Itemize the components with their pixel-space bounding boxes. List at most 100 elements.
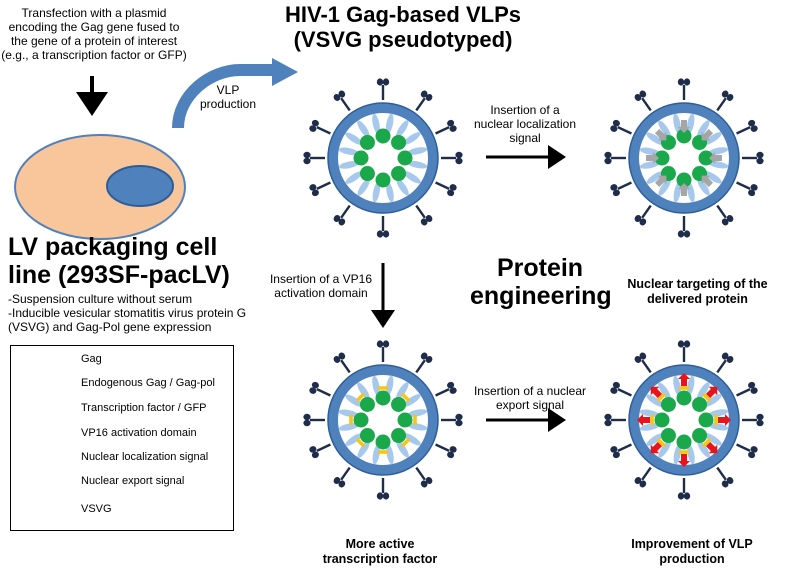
endogenous-gag-icon: [386, 444, 394, 465]
label-line: production: [199, 97, 257, 111]
label-line: Insertion of a VP16: [269, 272, 373, 286]
transcription-factor-icon: [692, 428, 708, 444]
transcription-factor-icon: [660, 428, 676, 444]
transcription-factor-icon: [692, 396, 708, 412]
transcription-factor-icon: [353, 150, 369, 166]
endogenous-gag-icon: [639, 147, 660, 156]
nes-arrow-icon: [718, 414, 731, 426]
transcription-factor-icon: [676, 390, 692, 406]
packaging-cell: [14, 134, 186, 240]
vp16-icon: [400, 392, 411, 403]
endogenous-gag-icon: [673, 113, 681, 134]
nls-arrow-icon: [678, 120, 690, 133]
vsvg-icon: [634, 352, 652, 374]
endogenous-gag-icon: [345, 433, 363, 446]
transcription-factor-icon: [391, 166, 407, 182]
vsvg-icon: [610, 181, 632, 197]
vp16-icon: [679, 450, 689, 454]
transcription-factor-icon: [375, 434, 391, 450]
transcription-factor-icon: [654, 150, 670, 166]
vsvg-icon: [736, 119, 758, 135]
vsvg-icon: [435, 443, 457, 459]
vsvg-icon: [716, 352, 734, 374]
vp16-icon: [650, 415, 654, 425]
vsvg-icon: [415, 466, 433, 488]
nls-arrow-icon: [709, 152, 722, 164]
endogenous-gag-icon: [673, 444, 682, 465]
transcription-factor-icon: [676, 172, 692, 188]
transcription-factor-icon: [698, 150, 714, 166]
vsvg-icon: [309, 119, 331, 135]
label-line: nuclear localization: [473, 117, 577, 131]
cell-notes: -Suspension culture without serum -Induc…: [8, 292, 278, 334]
note-line: (e.g., a transcription factor or GFP): [1, 48, 187, 62]
legend-label-nls: Nuclear localization signal: [81, 451, 209, 463]
vsvg-icon: [736, 381, 758, 397]
endogenous-gag-icon: [708, 422, 729, 431]
endogenous-gag-icon: [357, 178, 370, 196]
transcription-factor-icon: [397, 150, 413, 166]
endogenous-gag-icon: [345, 132, 363, 145]
endogenous-gag-icon: [697, 120, 710, 138]
cell-note: -Inducible vesicular stomatitis virus pr…: [8, 306, 247, 320]
legend-label-gag: Gag: [81, 353, 102, 365]
nes-arrow-icon: [650, 386, 663, 399]
vlp-particle-nes: [604, 340, 764, 500]
endogenous-gag-icon: [646, 433, 664, 446]
nes-arrow-icon: [650, 441, 663, 454]
vsvg-icon: [610, 119, 632, 135]
vp16-icon: [355, 392, 366, 403]
label-line: engineering: [470, 282, 612, 310]
label-line: VLP: [216, 83, 240, 97]
label-line: Protein: [496, 254, 584, 282]
vsvg-icon: [677, 78, 691, 100]
endogenous-gag-icon: [704, 394, 722, 407]
endogenous-gag-icon: [338, 161, 359, 169]
endogenous-gag-icon: [658, 382, 671, 400]
caption-line: delivered protein: [647, 292, 748, 306]
nes-arrow-icon: [637, 414, 650, 426]
endogenous-gag-icon: [357, 440, 370, 458]
endogenous-gag-icon: [687, 182, 695, 203]
vsvg-icon: [634, 90, 652, 112]
vsvg-icon: [303, 151, 325, 165]
vsvg-icon: [376, 478, 390, 500]
vsvg-icon: [634, 466, 652, 488]
endogenous-gag-icon: [639, 423, 660, 431]
legend-label-vsvg: VSVG: [81, 503, 112, 515]
nls-arrow-icon: [701, 175, 713, 187]
endogenous-gag-icon: [673, 375, 681, 396]
transcription-factor-icon: [359, 166, 375, 182]
vsvg-icon: [415, 352, 433, 374]
endogenous-gag-icon: [338, 423, 359, 431]
vsvg-icon: [677, 216, 691, 238]
vlp-particle-nls: [604, 78, 764, 238]
note-line: the gene of a protein of interest: [10, 34, 178, 48]
endogenous-gag-icon: [407, 409, 428, 417]
vsvg-icon: [677, 340, 691, 362]
endogenous-gag-icon: [386, 182, 394, 203]
vsvg-icon: [716, 90, 734, 112]
legend-label-endogenous: Endogenous Gag / Gag-pol: [81, 377, 215, 389]
note-line: Transfection with a plasmid: [21, 6, 167, 20]
endogenous-gag-icon: [646, 171, 664, 184]
nes-arrow-icon: [705, 386, 718, 399]
label-line: Insertion of a: [490, 103, 560, 117]
endogenous-gag-icon: [407, 160, 428, 169]
nes-arrow-icon: [678, 373, 690, 386]
cell-title-line-2: line (293SF-pacLV): [8, 261, 230, 289]
transcription-factor-icon: [375, 390, 391, 406]
transcription-factor-icon: [698, 412, 714, 428]
endogenous-gag-icon: [403, 171, 421, 184]
endogenous-gag-icon: [396, 120, 409, 138]
endogenous-gag-icon: [396, 440, 409, 458]
vsvg-icon: [742, 151, 764, 165]
title-line-2: (VSVG pseudotyped): [293, 27, 513, 52]
transcription-factor-icon: [375, 172, 391, 188]
endogenous-gag-icon: [646, 132, 664, 145]
vsvg-icon: [604, 151, 626, 165]
endogenous-gag-icon: [697, 178, 710, 196]
nes-step-label: Insertion of a nuclear export signal: [460, 384, 600, 412]
vlp-production-arrowhead: [272, 58, 298, 86]
vp16-icon: [400, 437, 411, 448]
